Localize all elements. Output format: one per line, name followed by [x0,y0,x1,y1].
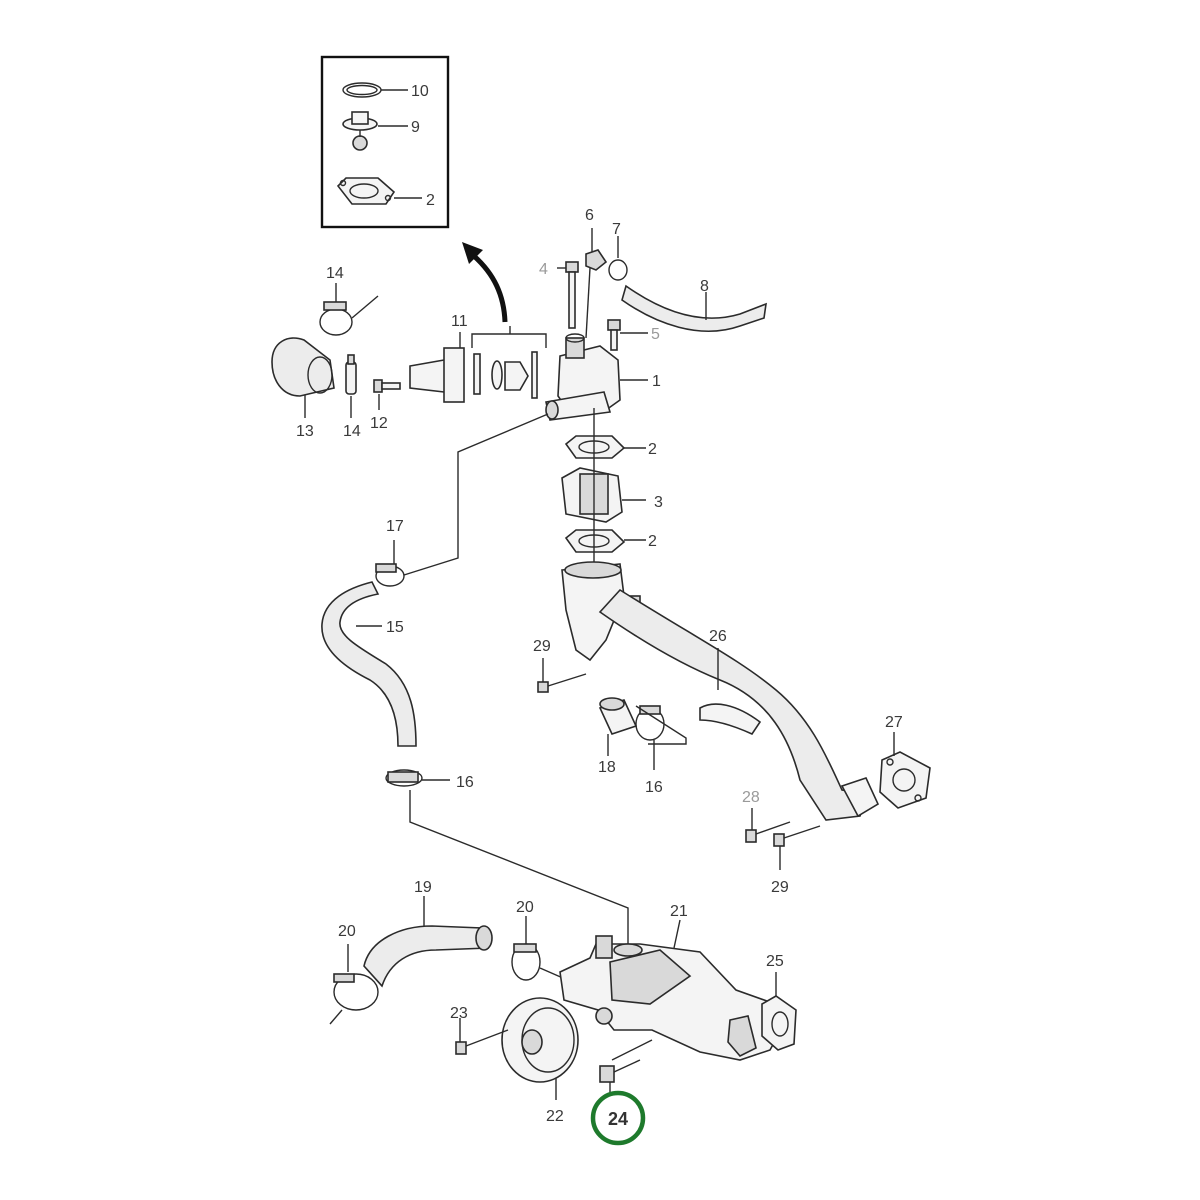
callout-25: 25 [766,953,784,970]
callout-20-left: 20 [338,923,356,940]
callout-28: 28 [742,789,760,806]
part-29-bolt-left [537,658,587,693]
part-2-gasket-upper [564,435,646,459]
callout-17: 17 [386,518,404,535]
callout-22: 22 [546,1108,564,1125]
callout-13: 13 [296,423,314,440]
callout-5: 5 [651,326,660,343]
callout-10: 10 [411,83,429,100]
callout-2-inset: 2 [426,192,435,209]
part-29-bolt-right [773,825,821,870]
callout-8: 8 [700,278,709,295]
part-14-hose-clamp [319,283,379,336]
part-24-bolt [599,1059,641,1096]
callout-11: 11 [451,313,468,330]
callout-29-right: 29 [771,879,789,896]
part-4-bolt [557,261,579,329]
part-22-pulley [501,997,579,1100]
callout-14-small: 14 [343,423,361,440]
callout-14-top: 14 [326,265,344,282]
callout-27: 27 [885,714,903,731]
part-16-clamp-lower [385,769,450,787]
callout-6: 6 [585,207,594,224]
part-6-fitting [585,228,608,339]
callout-15: 15 [386,619,404,636]
callout-21: 21 [670,903,688,920]
part-11-thermostat-housing [409,332,465,403]
part-17-hose-clamp [375,540,405,587]
part-8-small-hose [621,284,767,333]
highlighted-callout-24[interactable]: 24 [590,1090,646,1146]
part-18-bushing [598,697,638,756]
part-28-bolt [745,808,791,843]
part-3-spacer [561,467,646,523]
callout-19: 19 [414,879,432,896]
callout-20-right: 20 [516,899,534,916]
part-23-bolt [455,1018,509,1055]
part-20-clamp-left [329,944,379,1025]
callout-2-lower: 2 [648,533,657,550]
callout-16-right: 16 [645,779,663,796]
part-19-inlet-hose [363,896,493,988]
callout-23: 23 [450,1005,468,1022]
inset-arrow-icon [462,242,508,323]
part-21-water-pump [559,919,794,1061]
callout-1: 1 [652,373,661,390]
callout-2-upper: 2 [648,441,657,458]
callout-18: 18 [598,759,616,776]
part-15-bypass-hose [321,581,417,747]
callout-7: 7 [612,221,621,238]
callout-9: 9 [411,119,420,136]
part-26-coolant-pipe [561,561,880,821]
thermostat-kit-inset [320,55,450,229]
callout-3: 3 [654,494,663,511]
part-13-elbow-hose [271,337,335,418]
part-25-gasket [761,972,797,1051]
part-7-clamp [608,236,628,281]
callout-12: 12 [370,415,388,432]
part-2-gasket-lower [564,529,646,553]
callout-24: 24 [608,1109,628,1129]
part-27-flange-gasket [879,732,931,809]
part-1-coolant-outlet-housing [545,333,648,421]
callout-16-left: 16 [456,774,474,791]
part-5-bolt [607,319,648,351]
callout-4: 4 [539,261,548,278]
part-12-bolt [373,379,401,410]
callout-29-left: 29 [533,638,551,655]
part-14-small-clamp [345,354,357,418]
callout-26: 26 [709,628,727,645]
